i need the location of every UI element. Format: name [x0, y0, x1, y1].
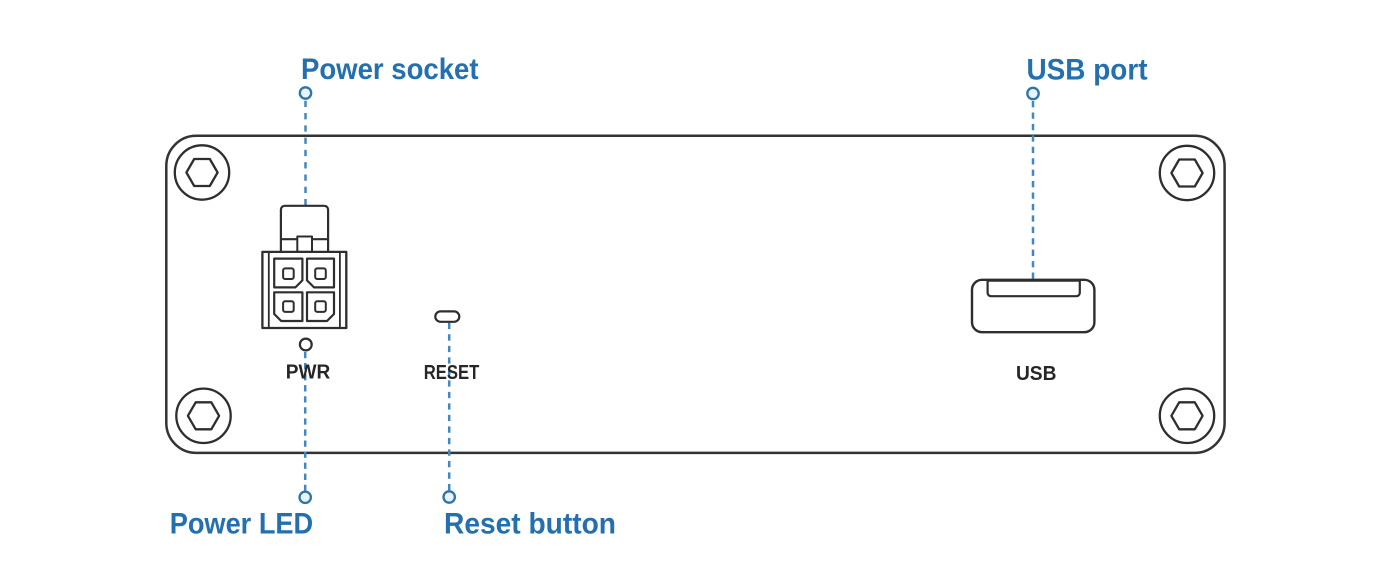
svg-text:USB: USB: [1016, 362, 1057, 385]
svg-text:Power LED: Power LED: [170, 508, 314, 541]
svg-text:PWR: PWR: [286, 361, 331, 384]
svg-text:Reset button: Reset button: [444, 508, 616, 541]
svg-text:USB port: USB port: [1027, 53, 1148, 86]
svg-text:RESET: RESET: [424, 361, 480, 384]
svg-text:Power socket: Power socket: [301, 53, 479, 86]
